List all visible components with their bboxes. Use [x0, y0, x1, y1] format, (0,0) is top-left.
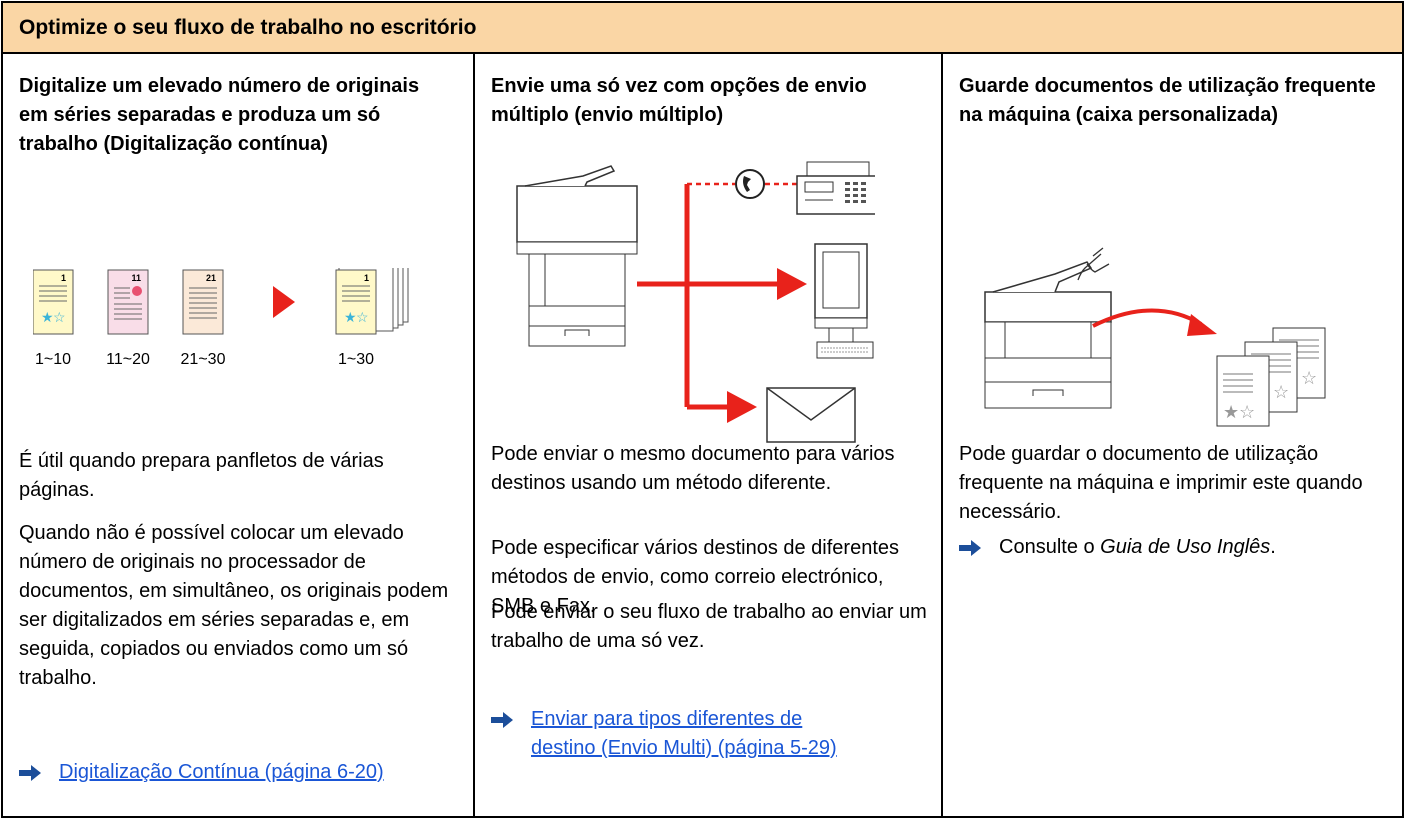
- page-number: 1: [364, 273, 369, 283]
- range-label: 1~10: [35, 351, 71, 368]
- continuous-scan-link[interactable]: Digitalização Contínua (página 6-20): [59, 761, 384, 783]
- document-page-icon: 21: [182, 269, 224, 335]
- svg-text:☆: ☆: [1239, 402, 1255, 422]
- svg-text:☆: ☆: [1273, 382, 1289, 402]
- reference-line: Consulte o Guia de Uso Inglês.: [959, 533, 1276, 562]
- svg-text:★: ★: [41, 309, 54, 325]
- column-heading: Guarde documentos de utilização frequent…: [959, 75, 1376, 126]
- reference-line: Digitalização Contínua (página 6-20): [19, 758, 384, 787]
- phone-icon: [735, 169, 765, 199]
- page-number: 1: [61, 273, 66, 283]
- column-divider: [941, 54, 943, 816]
- body-paragraph: Pode enviar o seu fluxo de trabalho ao e…: [491, 601, 927, 652]
- page-number: 21: [206, 273, 216, 283]
- column-heading: Digitalize um elevado número de originai…: [19, 75, 420, 155]
- range-label: 11~20: [106, 351, 150, 368]
- right-arrow-icon: [19, 765, 41, 781]
- column-divider: [473, 54, 475, 816]
- right-arrow-icon: [959, 540, 981, 556]
- right-arrow-icon: [491, 712, 513, 728]
- svg-text:☆: ☆: [53, 309, 66, 325]
- multi-send-illustration: [516, 161, 875, 443]
- svg-text:★: ★: [344, 309, 357, 325]
- section-header: Optimize o seu fluxo de trabalho no escr…: [3, 3, 1402, 54]
- range-label: 21~30: [181, 351, 226, 368]
- fax-icon: [796, 161, 875, 215]
- guide-title: Guia de Uso Inglês: [1100, 536, 1271, 558]
- page-number: 11: [131, 273, 141, 283]
- body-paragraph: É útil quando prepara panfletos de vária…: [19, 450, 384, 501]
- column-custom-box: Guarde documentos de utilização frequent…: [943, 54, 1402, 816]
- column-heading: Envie uma só vez com opções de envio múl…: [491, 75, 867, 126]
- stored-documents-icon: ☆ ☆ ★☆: [1216, 327, 1326, 427]
- envelope-icon: [766, 387, 856, 443]
- printer-icon: [984, 261, 1112, 409]
- stacked-pages-icon: 1 ★☆: [335, 268, 409, 335]
- reference-text: Consulte o Guia de Uso Inglês.: [999, 536, 1276, 558]
- hand-icon: [1077, 247, 1110, 281]
- range-label: 1~30: [338, 351, 374, 368]
- play-arrow-icon: [273, 286, 295, 318]
- section-title: Optimize o seu fluxo de trabalho no escr…: [19, 16, 477, 39]
- body-paragraph: Pode enviar o mesmo documento para vário…: [491, 443, 895, 494]
- column-continuous-scan: Digitalize um elevado número de originai…: [3, 54, 473, 816]
- printer-icon: [516, 165, 638, 347]
- svg-text:★: ★: [1223, 402, 1239, 422]
- column-multi-send: Envie uma só vez com opções de envio múl…: [475, 54, 941, 816]
- computer-icon: [814, 243, 874, 359]
- body-paragraph: Quando não é possível colocar um elevado…: [19, 522, 449, 689]
- body-paragraph: Pode guardar o documento de utilização f…: [959, 443, 1363, 523]
- body-paragraph: Pode especificar vários destinos de dife…: [491, 537, 900, 617]
- document-page-icon: 11: [107, 269, 149, 335]
- svg-text:☆: ☆: [1301, 368, 1317, 388]
- custom-box-illustration: ☆ ☆ ★☆: [984, 247, 1326, 427]
- svg-text:☆: ☆: [356, 309, 369, 325]
- continuous-scan-illustration: 1 ★☆ 11 21: [33, 268, 409, 368]
- document-page-icon: 1 ★☆: [33, 269, 74, 335]
